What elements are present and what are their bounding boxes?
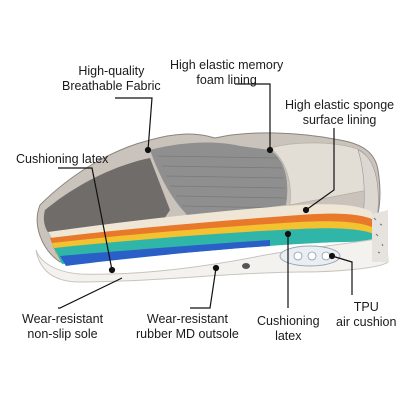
mesh-fabric-panel [150,142,288,218]
label-cushioning-latex-lower: Cushioning latex [257,314,320,343]
label-breathable-fabric: High-quality Breathable Fabric [62,64,161,93]
label-non-slip-sole: Wear-resistant non-slip sole [22,312,104,341]
label-cushioning-latex-upper: Cushioning latex [16,152,109,166]
label-memory-foam: High elastic memory foam lining [170,58,284,87]
label-md-outsole: Wear-resistant rubber MD outsole [136,312,239,341]
label-sponge-lining: High elastic sponge surface lining [285,98,395,127]
label-tpu-air-cushion: TPU air cushion [336,300,397,329]
